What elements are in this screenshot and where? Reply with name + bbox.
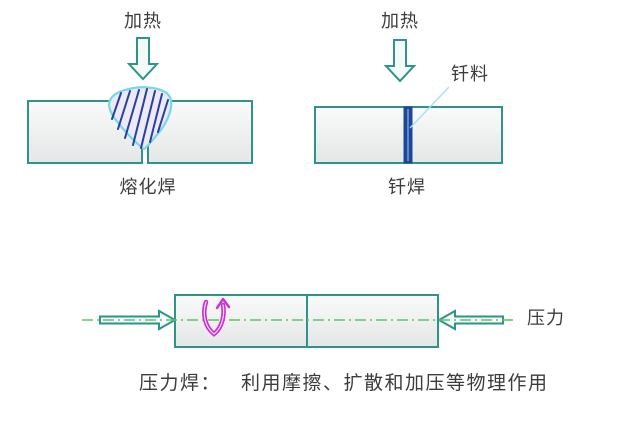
pressure-caption-title: 压力焊： bbox=[139, 373, 222, 394]
force-label: 压力 bbox=[527, 308, 565, 328]
brazing-heat-label: 加热 bbox=[381, 11, 419, 31]
pressure-caption: 压力焊： 利用摩擦、扩散和加压等物理作用 bbox=[139, 368, 549, 395]
pressure-left-arrow-icon bbox=[99, 309, 178, 331]
filler-label: 钎料 bbox=[451, 64, 489, 84]
brazing-heat-arrow-icon bbox=[383, 39, 417, 83]
fusion-caption: 熔化焊 bbox=[119, 177, 177, 197]
fusion-heat-arrow-icon bbox=[126, 37, 160, 81]
brazing-caption: 钎焊 bbox=[388, 177, 426, 197]
weld-pool-hatch bbox=[111, 88, 169, 149]
pressure-caption-body: 利用摩擦、扩散和加压等物理作用 bbox=[241, 373, 549, 394]
rotation-arrow-icon bbox=[202, 297, 231, 337]
filler-leader-line bbox=[409, 86, 450, 129]
fusion-heat-label: 加热 bbox=[124, 11, 162, 31]
